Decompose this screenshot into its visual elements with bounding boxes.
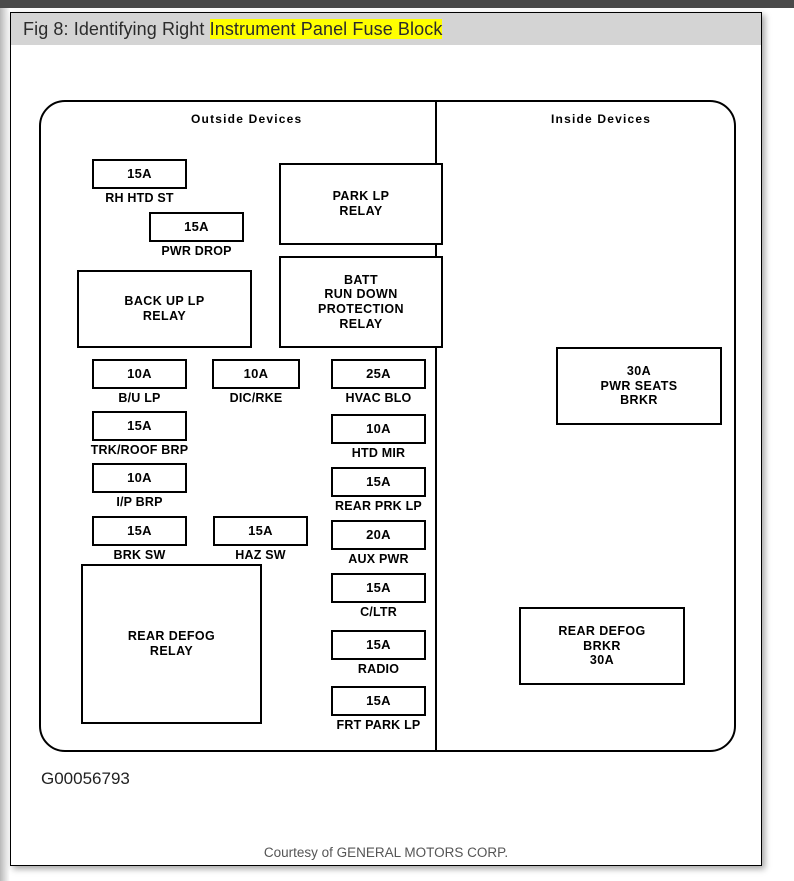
fuse-label-rear-prk-lp: REAR PRK LP (335, 499, 422, 513)
fuse-dic-rke[interactable]: 10A (212, 359, 300, 389)
section-divider (435, 100, 437, 752)
fuse-label-dic-rke: DIC/RKE (229, 391, 283, 405)
relay-batt-run-down-protection[interactable]: BATT RUN DOWN PROTECTION RELAY (279, 256, 443, 348)
fuse-frt-park-lp[interactable]: 15A (331, 686, 426, 716)
fuse-haz-sw[interactable]: 15A (213, 516, 308, 546)
fuse-bu-lp[interactable]: 10A (92, 359, 187, 389)
fuse-radio[interactable]: 15A (331, 630, 426, 660)
fuse-label-cltr: C/LTR (360, 605, 397, 619)
courtesy-note: Courtesy of GENERAL MOTORS CORP. (263, 845, 509, 860)
section-title-inside-devices: Inside Devices (551, 112, 652, 126)
fuse-brk-sw[interactable]: 15A (92, 516, 187, 546)
fuse-aux-pwr[interactable]: 20A (331, 520, 426, 550)
section-title-outside-devices: Outside Devices (191, 112, 303, 126)
figure-title-highlight: Instrument Panel Fuse Block (209, 19, 443, 39)
breaker-pwr-seats[interactable]: 30A PWR SEATS BRKR (556, 347, 722, 425)
fuse-label-rh-htd-st: RH HTD ST (105, 191, 174, 205)
fuse-ip-brp[interactable]: 10A (92, 463, 187, 493)
document-page: Fig 8: Identifying Right Instrument Pane… (10, 12, 762, 866)
window-top-strip (0, 0, 794, 8)
figure-title: Fig 8: Identifying Right Instrument Pane… (23, 19, 443, 40)
fuse-label-frt-park-lp: FRT PARK LP (336, 718, 421, 732)
fuse-label-radio: RADIO (357, 662, 400, 676)
fuse-label-haz-sw: HAZ SW (235, 548, 286, 562)
relay-back-up-lp[interactable]: BACK UP LP RELAY (77, 270, 252, 348)
figure-id-code: G00056793 (41, 769, 130, 788)
fuse-label-brk-sw: BRK SW (113, 548, 166, 562)
fuse-trk-roof-brp[interactable]: 15A (92, 411, 187, 441)
fuse-rear-prk-lp[interactable]: 15A (331, 467, 426, 497)
fuse-label-htd-mir: HTD MIR (351, 446, 406, 460)
fuse-htd-mir[interactable]: 10A (331, 414, 426, 444)
fuse-label-hvac-blo: HVAC BLO (345, 391, 412, 405)
fuse-label-aux-pwr: AUX PWR (348, 552, 409, 566)
fuse-label-bu-lp: B/U LP (118, 391, 161, 405)
relay-rear-defog[interactable]: REAR DEFOG RELAY (81, 564, 262, 724)
fuse-label-pwr-drop: PWR DROP (161, 244, 232, 258)
relay-park-lp[interactable]: PARK LP RELAY (279, 163, 443, 245)
fuse-cltr[interactable]: 15A (331, 573, 426, 603)
figure-title-prefix: Fig 8: Identifying Right (23, 19, 210, 39)
figure-header-bar: Fig 8: Identifying Right Instrument Pane… (11, 13, 761, 45)
fuse-hvac-blo[interactable]: 25A (331, 359, 426, 389)
fuse-label-trk-roof-brp: TRK/ROOF BRP (90, 443, 189, 457)
fuse-rh-htd-st[interactable]: 15A (92, 159, 187, 189)
page-left-edge (0, 8, 10, 881)
fuse-label-ip-brp: I/P BRP (116, 495, 163, 509)
breaker-rear-defog[interactable]: REAR DEFOG BRKR 30A (519, 607, 685, 685)
fuse-pwr-drop[interactable]: 15A (149, 212, 244, 242)
